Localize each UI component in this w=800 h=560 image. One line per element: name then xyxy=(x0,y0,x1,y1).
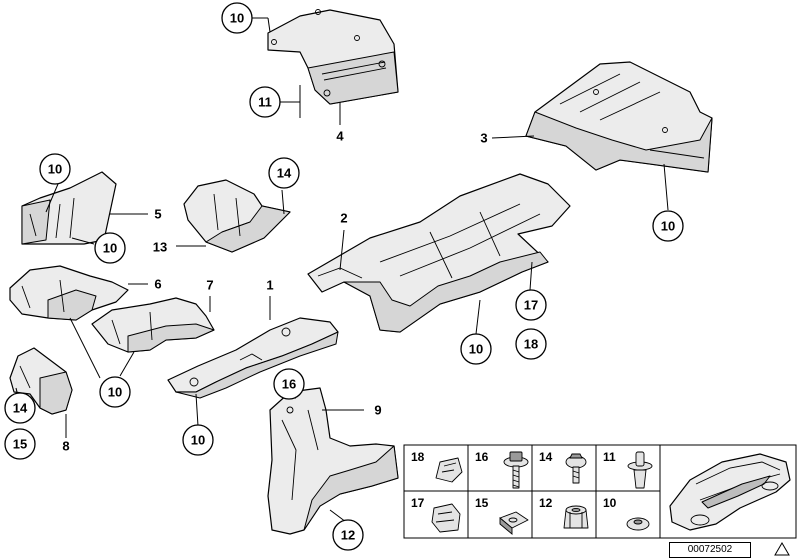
callout-11: 11 xyxy=(249,86,281,118)
leader-lines xyxy=(15,17,669,523)
callout-16: 16 xyxy=(273,368,305,400)
label-4: 4 xyxy=(336,129,344,144)
part-2-floor-shield xyxy=(307,173,571,333)
callout-12-text: 12 xyxy=(341,528,355,543)
nut-12-icon xyxy=(563,505,589,529)
rivet-11-icon xyxy=(627,451,653,489)
legend-num-18: 18 xyxy=(411,450,425,464)
part-4-heat-shield xyxy=(267,9,399,105)
label-6: 6 xyxy=(154,277,161,292)
part-6-shield xyxy=(9,265,129,321)
label-8: 8 xyxy=(62,439,69,454)
part-13-shield xyxy=(183,179,291,253)
callout-15: 15 xyxy=(4,428,36,460)
callout-16-text: 16 xyxy=(282,377,296,392)
screw-16-icon xyxy=(503,451,529,489)
legend-num-10: 10 xyxy=(603,496,617,510)
clip-17-icon xyxy=(431,503,461,533)
warning-triangle-icon xyxy=(774,542,790,556)
callout-10-center-text: 10 xyxy=(469,342,483,357)
callout-14-top: 14 xyxy=(268,157,300,189)
clip-18-icon xyxy=(435,457,463,483)
callout-10-lower-text: 10 xyxy=(191,433,205,448)
label-3: 3 xyxy=(480,131,487,146)
callout-10-right-text: 10 xyxy=(661,219,675,234)
part-8-shield xyxy=(9,347,73,415)
legend-num-12: 12 xyxy=(539,496,553,510)
callout-10-left-mid-text: 10 xyxy=(103,241,117,256)
legend-num-14: 14 xyxy=(539,450,553,464)
legend-num-15: 15 xyxy=(475,496,489,510)
callout-10-left-top: 10 xyxy=(39,153,71,185)
part-5-shield xyxy=(21,171,117,245)
part-7-shield xyxy=(91,297,215,353)
callout-18-text: 18 xyxy=(524,337,538,352)
callout-10-top-text: 10 xyxy=(230,11,244,26)
nut-15-icon xyxy=(499,511,529,535)
callout-10-right: 10 xyxy=(652,210,684,242)
callout-14-bottom: 14 xyxy=(4,392,36,424)
callout-10-center: 10 xyxy=(460,333,492,365)
callout-12: 12 xyxy=(332,519,364,551)
callout-10-left-top-text: 10 xyxy=(48,162,62,177)
label-5: 5 xyxy=(154,207,161,222)
callout-10-bottom-left: 10 xyxy=(99,376,131,408)
callout-17: 17 xyxy=(515,289,547,321)
legend-num-16: 16 xyxy=(475,450,489,464)
part-1-shield xyxy=(167,317,339,399)
callout-10-left-mid: 10 xyxy=(94,232,126,264)
fastener-legend: 18 16 14 11 17 15 12 10 xyxy=(403,444,661,539)
callout-17-text: 17 xyxy=(524,298,538,313)
callout-15-text: 15 xyxy=(13,437,27,452)
legend-num-17: 17 xyxy=(411,496,425,510)
callout-10-lower: 10 xyxy=(182,424,214,456)
callout-14-bottom-text: 14 xyxy=(13,401,28,416)
part-9-shield xyxy=(267,387,399,535)
label-13: 13 xyxy=(153,240,167,255)
label-1: 1 xyxy=(266,278,273,293)
label-2: 2 xyxy=(340,211,347,226)
label-9: 9 xyxy=(374,403,381,418)
nut-10-icon xyxy=(626,517,650,531)
car-location-diagram xyxy=(659,444,797,539)
label-7: 7 xyxy=(206,278,213,293)
legend-num-11: 11 xyxy=(603,450,616,464)
callout-11-text: 11 xyxy=(258,95,272,110)
screw-14-icon xyxy=(565,453,587,484)
callout-14-top-text: 14 xyxy=(277,166,292,181)
callout-10-bottom-left-text: 10 xyxy=(108,385,122,400)
callout-18: 18 xyxy=(515,328,547,360)
reference-code: 00072502 xyxy=(669,542,751,558)
part-3-tunnel-shield xyxy=(525,61,713,173)
callout-10-top: 10 xyxy=(221,2,253,34)
